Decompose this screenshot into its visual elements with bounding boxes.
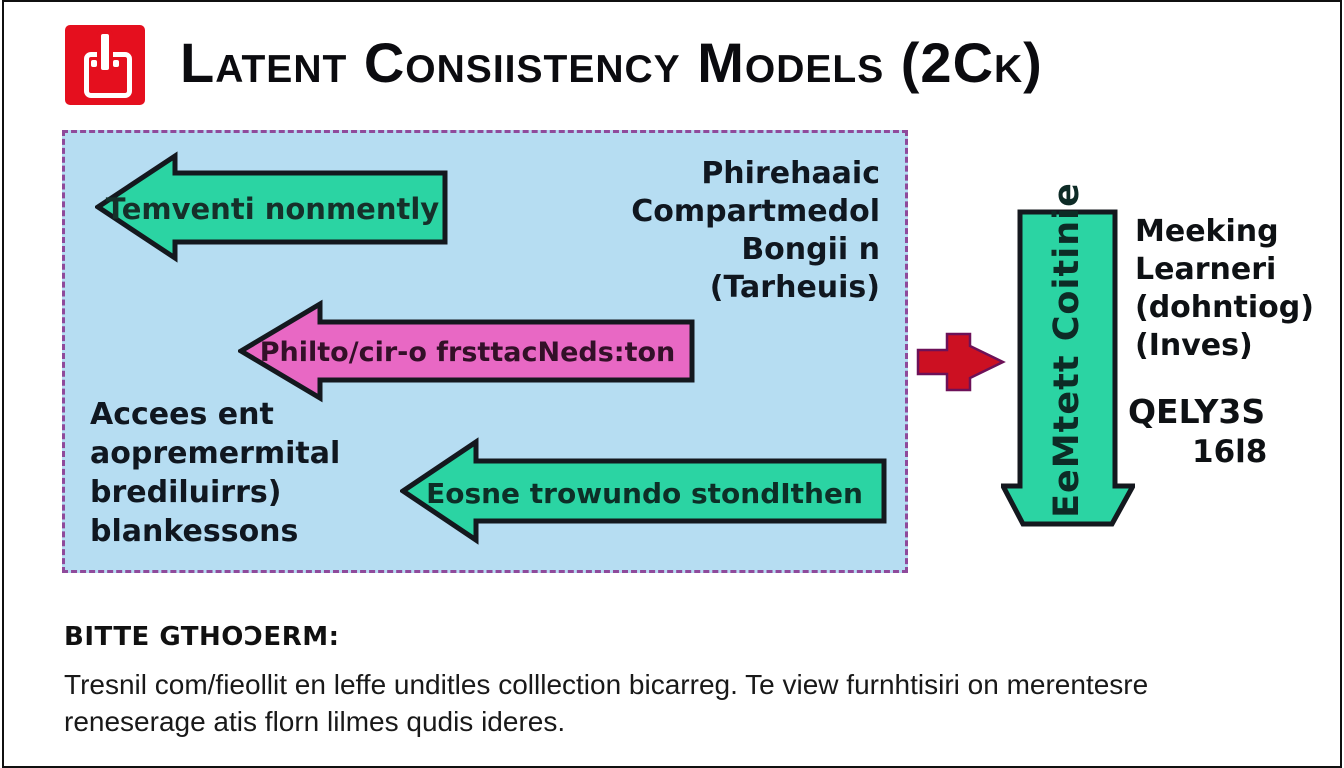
icon-vertical-bar: [101, 34, 109, 70]
panel-right-line: Bongii n: [741, 232, 880, 267]
icon-dot-right: [113, 60, 119, 67]
panel-left-text: Accees ent aopremermital brediluirrs) bl…: [90, 395, 340, 551]
pink-left-arrow: [238, 299, 695, 403]
arrow3-label: Eosne trowundo stondIthen: [426, 477, 863, 510]
output-line: (Inves): [1135, 328, 1253, 363]
panel-right-line: (Tarheuis): [709, 270, 880, 305]
teal-left-arrow-1: [95, 151, 448, 263]
footer-body-line1: Tresnil com/fieollit en leffe unditles c…: [64, 669, 1149, 700]
output-number: 16l8: [1192, 434, 1268, 470]
panel-right-line: Phirehaaic: [701, 156, 880, 191]
down-arrow-label: EeMtett Coitinie: [1047, 182, 1087, 518]
panel-left-line: Accees ent: [90, 397, 274, 432]
teal-left-arrow-2: [400, 437, 887, 545]
panel-left-line: blankessons: [90, 514, 299, 549]
output-text: Meeking Learneri (dohntiog) (Inves): [1135, 213, 1314, 365]
output-line: Learneri: [1135, 252, 1277, 287]
icon-dot-left: [91, 60, 97, 67]
red-right-arrow: [916, 332, 1006, 392]
output-line: Meeking: [1135, 214, 1279, 249]
footer-body-line2: reneserage atis florn lilmes qudis idere…: [64, 706, 566, 737]
footer-body: Tresnil com/fieollit en leffe unditles c…: [64, 666, 1244, 740]
panel-left-line: aopremermital: [90, 436, 341, 471]
footer-heading: BITTE GTHOƆERM:: [64, 622, 340, 652]
output-code: QELY3S: [1128, 392, 1266, 431]
panel-left-line: brediluirrs): [90, 475, 282, 510]
panel-right-line: Compartmedol: [631, 194, 880, 229]
panel-right-text: Phirehaaic Compartmedol Bongii n (Tarheu…: [631, 155, 880, 307]
arrow2-label: Philto/cir-o frsttacNeds:ton: [259, 337, 676, 368]
teal-down-arrow: [1001, 209, 1135, 527]
clipboard-power-icon: [65, 25, 145, 105]
page-title: Latent Consiistency Models (2Ck): [180, 31, 1043, 94]
output-line: (dohntiog): [1135, 290, 1314, 325]
arrow1-label: Temventi nonmently: [105, 192, 440, 226]
